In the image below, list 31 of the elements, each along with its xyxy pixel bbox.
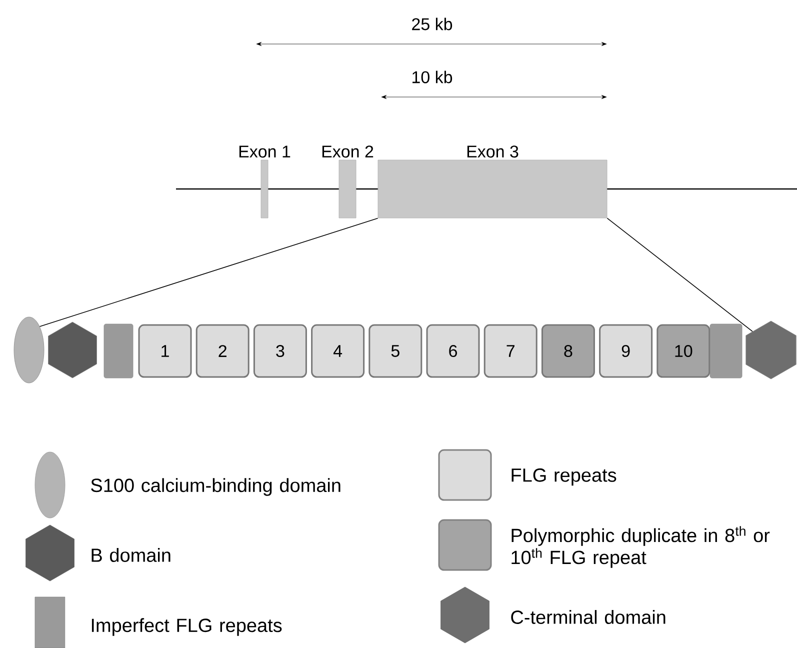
node-label: Exon 3 [467,146,518,158]
dimension-label: 25 kb [412,18,452,30]
legend-label: Polymorphic duplicate in 8$^{th}$ or 10$^{th}$ FLG repeat [512,526,770,568]
dimension-label: 10 kb [412,70,452,84]
repeat-box: 5 [368,324,422,378]
node-label: Exon 2 [322,146,374,158]
repeat-box: 7 [484,324,538,378]
legend-label: Imperfect FLG repeats [92,618,282,636]
repeat-box: 8 [541,324,595,378]
repeat-box: 2 [196,324,250,378]
domain-ellipse [14,316,44,384]
repeat-box: 10 [656,324,710,378]
repeat-bar [104,324,134,378]
node-label: Exon 1 [239,146,290,158]
exon-box: Exon 2 [322,146,374,218]
repeat-box: 1 [138,324,192,378]
domain-hexagon [48,322,97,378]
repeat-box: 9 [599,324,653,378]
expansion-line [606,218,753,332]
repeat-box: 4 [311,324,365,378]
exon-box: Exon 1 [239,146,290,218]
repeat-bar [710,324,742,378]
legend-label: C-terminal domain [511,610,666,624]
exon-box: Exon 3 [378,146,608,218]
repeat-box: 6 [426,324,480,378]
legend-label: B domain [92,548,170,562]
legend-label: S100 calcium-binding domain [91,478,340,496]
domain-hexagon [746,320,796,380]
expansion-line [39,218,378,327]
legend-label: FLG repeats [512,468,616,486]
repeat-box: 3 [253,324,307,378]
